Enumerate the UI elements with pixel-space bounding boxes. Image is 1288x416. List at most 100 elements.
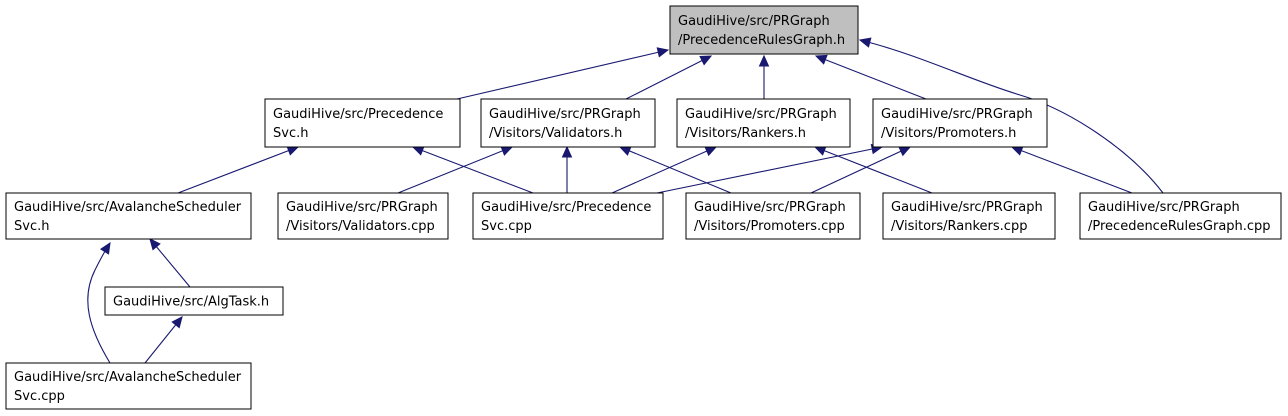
node-label-line: /Visitors/Rankers.cpp [891,219,1027,234]
node-box [882,192,1056,240]
node-box [5,362,252,410]
node-prom-cpp[interactable]: GaudiHive/src/PRGraph/Visitors/Promoters… [685,192,861,240]
edge-line [412,146,534,194]
arrowhead-icon [758,54,770,67]
edge-psvc_h-to-prg_h [456,47,670,100]
node-box [1079,192,1282,240]
arrowhead-icon [704,146,718,157]
node-label-line: /PrecedenceRulesGraph.h [678,33,845,48]
node-val-h[interactable]: GaudiHive/src/PRGraph/Visitors/Validator… [480,98,656,148]
node-label-line: GaudiHive/src/PRGraph [694,200,846,215]
node-box [264,98,461,148]
node-label-line: GaudiHive/src/AvalancheScheduler [14,370,242,385]
arrowhead-icon [561,145,573,158]
edge-line [815,55,927,100]
node-label-line: GaudiHive/src/PRGraph [489,107,641,122]
arrowhead-icon [149,238,161,251]
edge-val_h-to-prg_h [625,55,713,100]
edge-psvc_cpp-to-psvc_h [411,145,534,194]
arrowhead-icon [814,54,828,65]
node-label-line: /Visitors/Promoters.cpp [694,219,845,234]
arrowhead-icon [898,146,912,157]
edge-line [1011,146,1133,194]
node-label-line: GaudiHive/src/PRGraph [881,107,1033,122]
edge-rank_h-to-prg_h [758,54,770,99]
node-box [277,192,449,240]
edge-line [859,39,1164,194]
arrowhead-icon [286,145,300,156]
edge-alg_h-to-aval_h [149,238,191,288]
arrowhead-icon [618,146,632,156]
node-rank-cpp[interactable]: GaudiHive/src/PRGraph/Visitors/Rankers.c… [882,192,1056,240]
node-label-line: Svc.cpp [14,389,65,404]
arrowhead-icon [858,37,872,48]
node-label-line: GaudiHive/src/PRGraph [1088,200,1240,215]
arrowhead-icon [500,146,514,156]
edge-psvc_cpp-to-prom_h [656,143,884,194]
node-label-line: GaudiHive/src/Precedence [273,107,443,122]
node-box [5,192,252,240]
node-prg-cpp[interactable]: GaudiHive/src/PRGraph/PrecedenceRulesGra… [1079,192,1282,240]
node-prom-h[interactable]: GaudiHive/src/PRGraph/Visitors/Promoters… [872,98,1048,148]
edge-psvc_cpp-to-val_h [561,145,573,193]
node-box [104,286,284,316]
node-prg-h[interactable]: GaudiHive/src/PRGraph/PrecedenceRulesGra… [669,5,859,55]
arrowhead-icon [99,241,111,255]
arrowhead-icon [699,55,713,66]
arrowhead-icon [171,316,183,329]
node-label-line: GaudiHive/src/AlgTask.h [113,295,269,310]
edge-prg_cpp-to-prg_h [858,37,1164,194]
arrowhead-icon [656,47,670,58]
node-label-line: GaudiHive/src/PRGraph [678,14,830,29]
node-label-line: GaudiHive/src/Precedence [481,200,651,215]
node-label-line: /Visitors/Rankers.h [685,126,806,141]
node-label-line: /Visitors/Promoters.h [881,126,1016,141]
node-label-line: Svc.h [273,126,308,141]
edge-aval_cpp-to-alg_h [144,316,183,364]
node-label-line: Svc.cpp [481,219,532,234]
nodes-layer: GaudiHive/src/PRGraph/PrecedenceRulesGra… [5,5,1282,410]
edge-prg_cpp-to-prom_h [1010,145,1133,194]
arrowhead-icon [813,145,827,156]
node-label-line: GaudiHive/src/PRGraph [891,200,1043,215]
edge-prom_cpp-to-val_h [618,146,732,194]
edge-line [456,49,669,100]
edge-line [814,146,933,194]
arrowhead-icon [411,145,425,156]
edge-line [87,242,111,364]
edge-line [810,146,911,194]
node-label-line: GaudiHive/src/PRGraph [286,200,438,215]
arrowhead-icon [1010,145,1024,156]
node-box [472,192,664,240]
node-label-line: GaudiHive/src/AvalancheScheduler [14,200,242,215]
node-label-line: /Visitors/Validators.h [489,126,622,141]
edge-line [619,146,732,194]
edge-prom_h-to-prg_h [814,54,927,100]
edges-layer [87,37,1164,364]
node-box [676,98,851,148]
edge-line [625,55,712,100]
edge-line [656,146,883,194]
node-box [669,5,859,55]
node-box [685,192,861,240]
node-box [872,98,1048,148]
edge-val_cpp-to-val_h [397,146,514,194]
node-label-line: /Visitors/Validators.cpp [286,219,435,234]
edge-line [397,146,513,194]
node-val-cpp[interactable]: GaudiHive/src/PRGraph/Visitors/Validator… [277,192,449,240]
node-label-line: Svc.h [14,219,49,234]
edge-line [611,146,717,194]
node-label-line: /PrecedenceRulesGraph.cpp [1088,219,1271,234]
edge-aval_h-to-psvc_h [177,145,300,194]
node-label-line: GaudiHive/src/PRGraph [685,107,837,122]
node-rank-h[interactable]: GaudiHive/src/PRGraph/Visitors/Rankers.h [676,98,851,148]
node-alg-h[interactable]: GaudiHive/src/AlgTask.h [104,286,284,316]
edge-line [177,146,299,194]
edge-prom_cpp-to-prom_h [810,146,912,194]
edge-aval_cpp-to-aval_h [87,241,111,364]
